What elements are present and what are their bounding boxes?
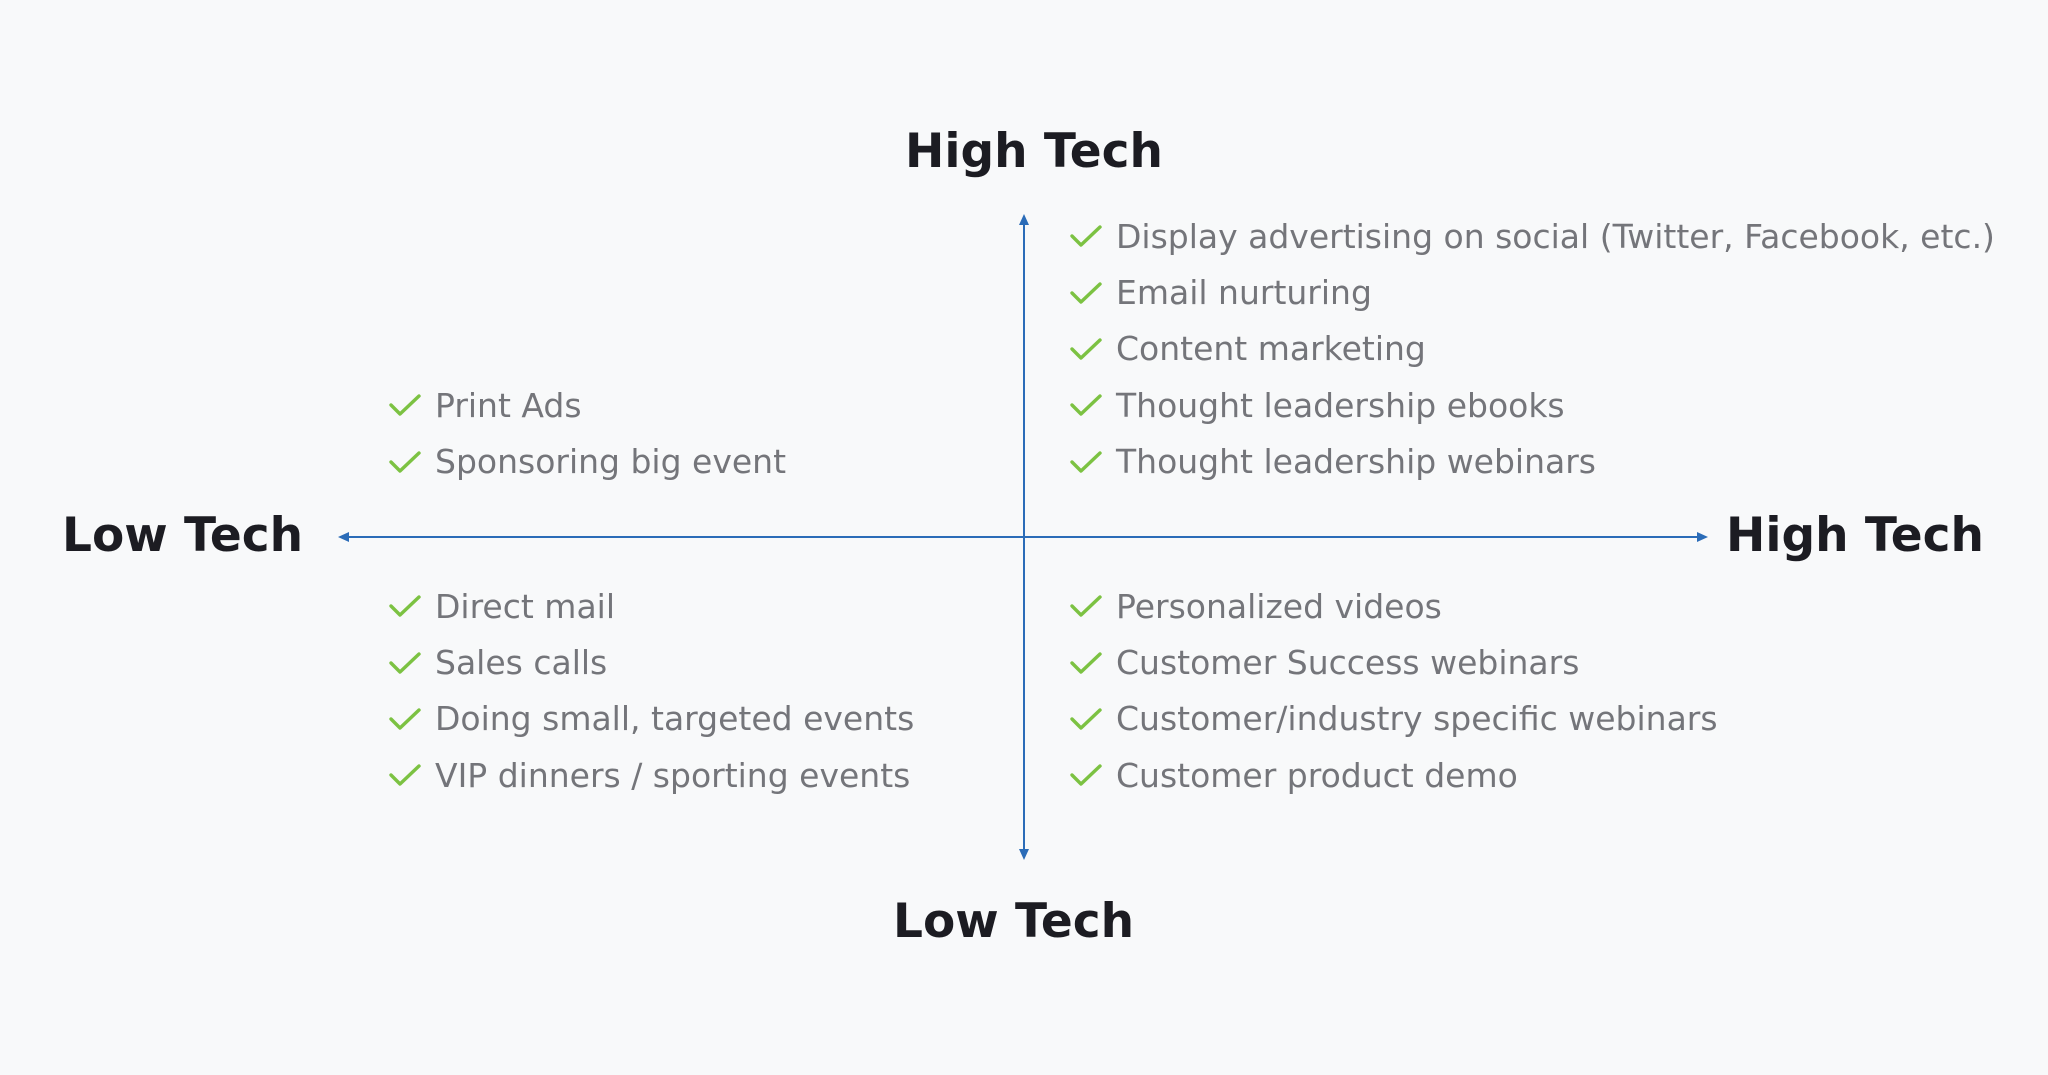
list-item: Customer/industry specific webinars xyxy=(1069,691,1718,747)
item-text: VIP dinners / sporting events xyxy=(435,755,911,795)
up-arrow-icon xyxy=(1019,214,1029,225)
axis-label-right: High Tech xyxy=(1726,508,1984,563)
left-arrow-icon xyxy=(338,532,349,542)
checkmark-icon xyxy=(389,651,421,674)
item-text: Customer/industry specific webinars xyxy=(1116,699,1718,739)
list-item: Thought leadership webinars xyxy=(1069,434,1995,490)
list-item: Email nurturing xyxy=(1069,264,1995,320)
item-text: Customer product demo xyxy=(1116,755,1518,795)
checkmark-icon xyxy=(1070,338,1102,360)
checkmark-icon xyxy=(1070,451,1102,473)
list-item: Doing small, targeted events xyxy=(388,691,914,747)
axis-label-top: High Tech xyxy=(905,124,1163,179)
axis-label-left: Low Tech xyxy=(62,508,304,563)
item-text: Print Ads xyxy=(435,385,582,425)
checkmark-icon xyxy=(1070,708,1102,730)
list-item: Display advertising on social (Twitter, … xyxy=(1069,208,1995,264)
checkmark-icon xyxy=(389,764,421,787)
checkmark-icon xyxy=(1070,281,1102,304)
list-item: Direct mail xyxy=(388,578,914,634)
list-item: VIP dinners / sporting events xyxy=(388,747,914,803)
item-text: Sponsoring big event xyxy=(435,442,787,482)
list-item: Customer product demo xyxy=(1069,747,1718,803)
checkmark-icon xyxy=(1070,651,1102,674)
list-item: Sponsoring big event xyxy=(388,433,786,489)
item-text: Customer Success webinars xyxy=(1116,643,1580,683)
list-item: Content marketing xyxy=(1069,321,1995,377)
item-text: Doing small, targeted events xyxy=(435,699,915,739)
item-text: Sales calls xyxy=(435,643,608,683)
checkmark-icon xyxy=(389,450,421,473)
checkmark-icon xyxy=(1070,595,1102,617)
checkmark-icon xyxy=(1070,225,1102,247)
list-item: Personalized videos xyxy=(1069,578,1718,634)
checkmark-icon xyxy=(1070,764,1102,787)
item-text: Personalized videos xyxy=(1116,586,1442,626)
list-item: Print Ads xyxy=(388,377,786,433)
right-arrow-icon xyxy=(1697,532,1708,542)
axis-label-bottom: Low Tech xyxy=(893,894,1135,949)
quadrant-top-right: Display advertising on social (Twitter, … xyxy=(1069,208,1995,490)
item-text: Content marketing xyxy=(1116,329,1426,369)
list-item: Customer Success webinars xyxy=(1069,634,1718,690)
checkmark-icon xyxy=(389,595,421,617)
list-item: Sales calls xyxy=(388,634,914,690)
checkmark-icon xyxy=(1070,394,1102,417)
item-text: Thought leadership webinars xyxy=(1116,442,1596,482)
list-item: Thought leadership ebooks xyxy=(1069,377,1995,433)
checkmark-icon xyxy=(389,394,421,416)
item-text: Display advertising on social (Twitter, … xyxy=(1116,216,1995,256)
item-text: Direct mail xyxy=(435,586,616,626)
down-arrow-icon xyxy=(1019,849,1029,860)
item-text: Email nurturing xyxy=(1116,273,1372,313)
checkmark-icon xyxy=(389,708,421,730)
item-text: Thought leadership ebooks xyxy=(1116,385,1565,425)
